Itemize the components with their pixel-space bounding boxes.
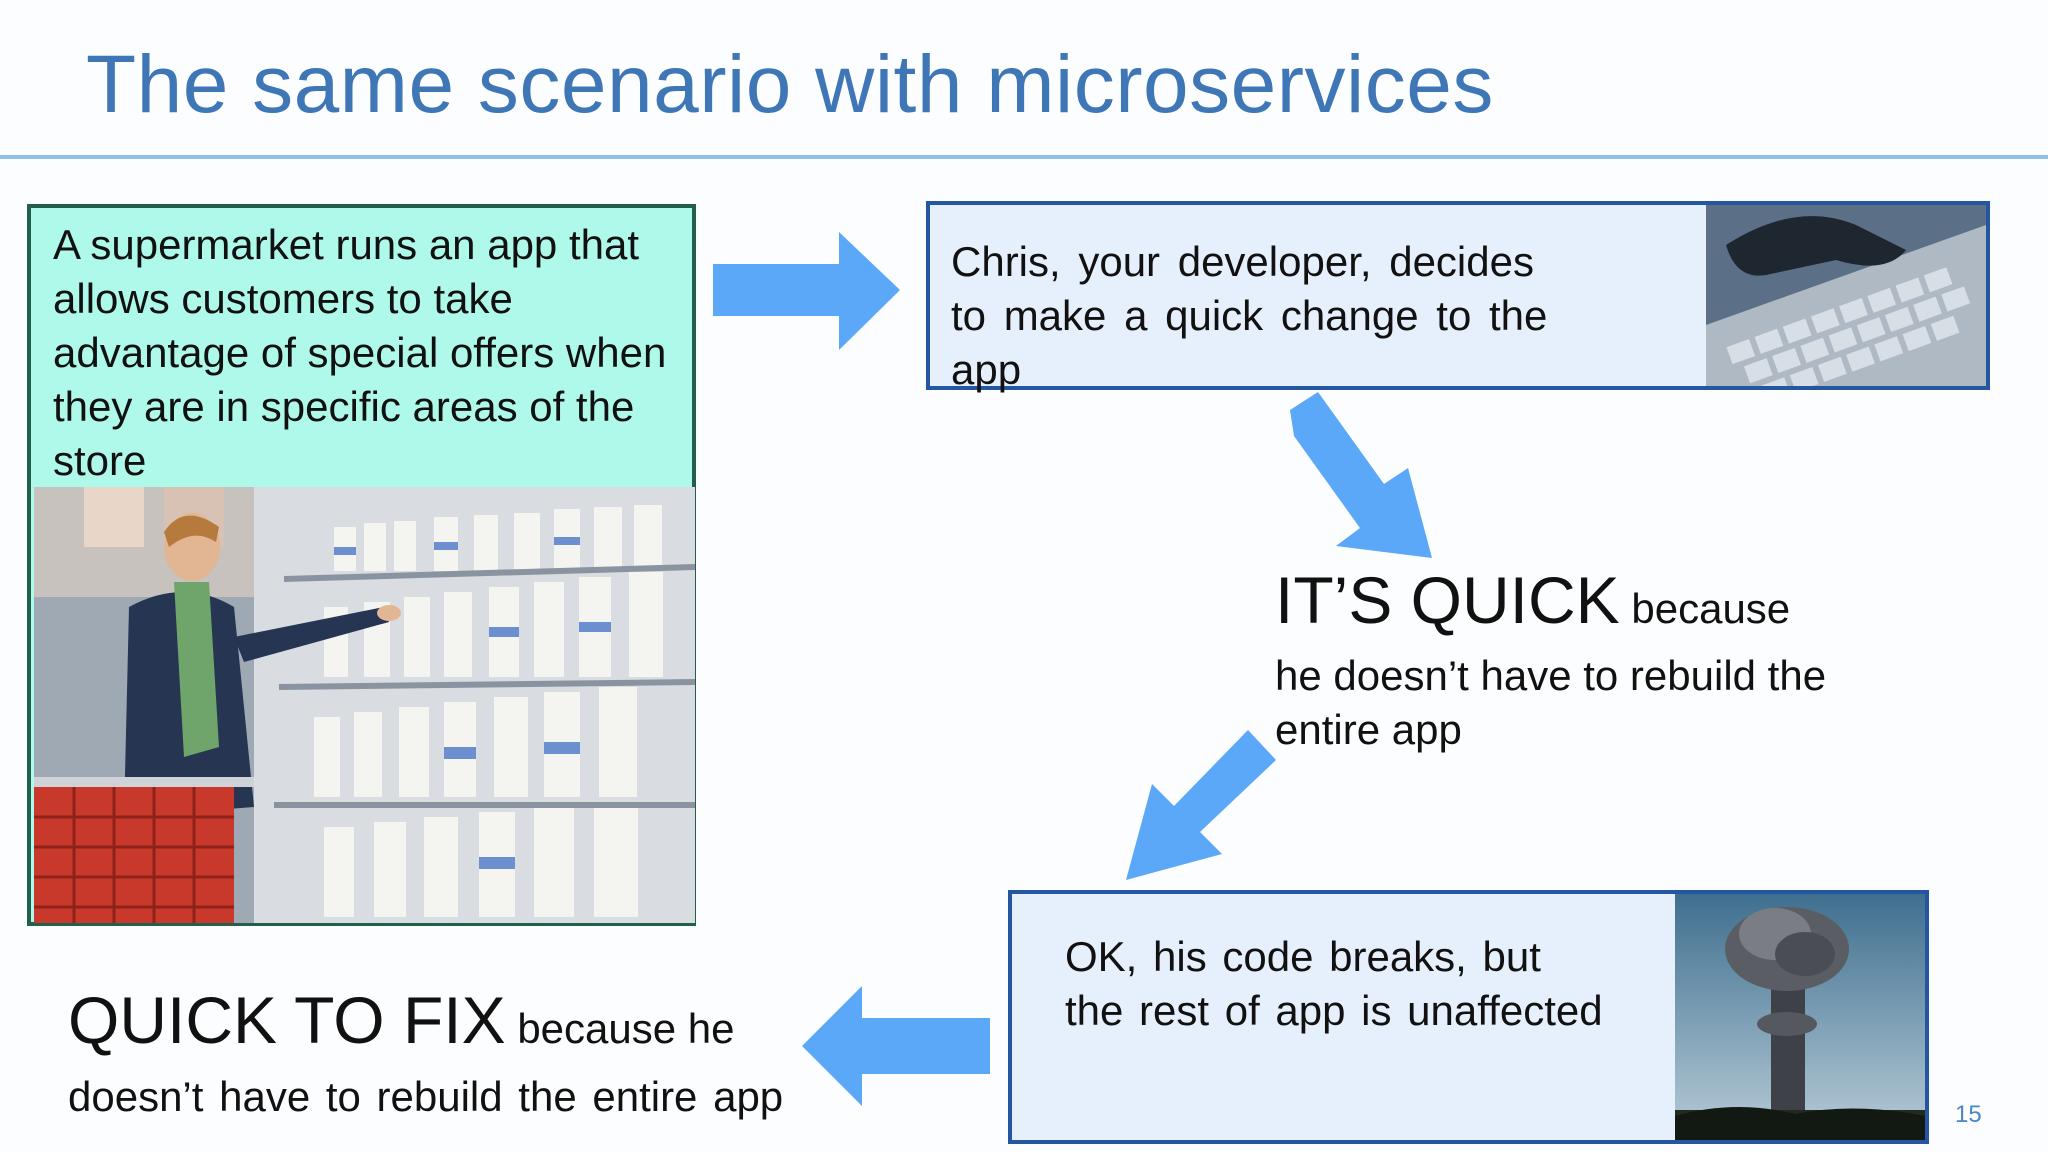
quick-to-fix-because: because he (517, 1005, 735, 1052)
arrow-down-left-icon (1124, 730, 1276, 886)
slide-title: The same scenario with microservices (86, 39, 1494, 130)
its-quick-text: IT’S QUICK because he doesn’t have to re… (1275, 560, 1895, 757)
developer-box: Chris, your developer, decides to make a… (926, 201, 1990, 393)
arrow-down-right-icon (1290, 392, 1438, 562)
quick-to-fix-detail: doesn’t have to rebuild the entire app (68, 1073, 784, 1120)
quick-to-fix-heading: QUICK TO FIX (68, 983, 506, 1057)
its-quick-because: because (1631, 585, 1791, 632)
title-divider (0, 155, 2048, 159)
arrow-left-icon (800, 986, 990, 1108)
keyboard-photo (1706, 205, 1986, 386)
its-quick-detail: he doesn’t have to rebuild the entire ap… (1275, 652, 1827, 753)
supermarket-photo (34, 487, 695, 923)
supermarket-box: A supermarket runs an app that allows cu… (27, 204, 696, 926)
arrow-right-icon (713, 232, 903, 354)
page-number: 15 (1955, 1101, 1982, 1128)
code-breaks-box-text: OK, his code breaks, but the rest of app… (1065, 933, 1603, 1034)
explosion-photo (1675, 894, 1925, 1140)
quick-to-fix-text: QUICK TO FIX because he doesn’t have to … (68, 980, 868, 1125)
code-breaks-box: OK, his code breaks, but the rest of app… (1008, 890, 1929, 1144)
its-quick-heading: IT’S QUICK (1275, 563, 1620, 637)
supermarket-box-text: A supermarket runs an app that allows cu… (53, 221, 667, 484)
developer-box-text: Chris, your developer, decides to make a… (951, 238, 1548, 393)
